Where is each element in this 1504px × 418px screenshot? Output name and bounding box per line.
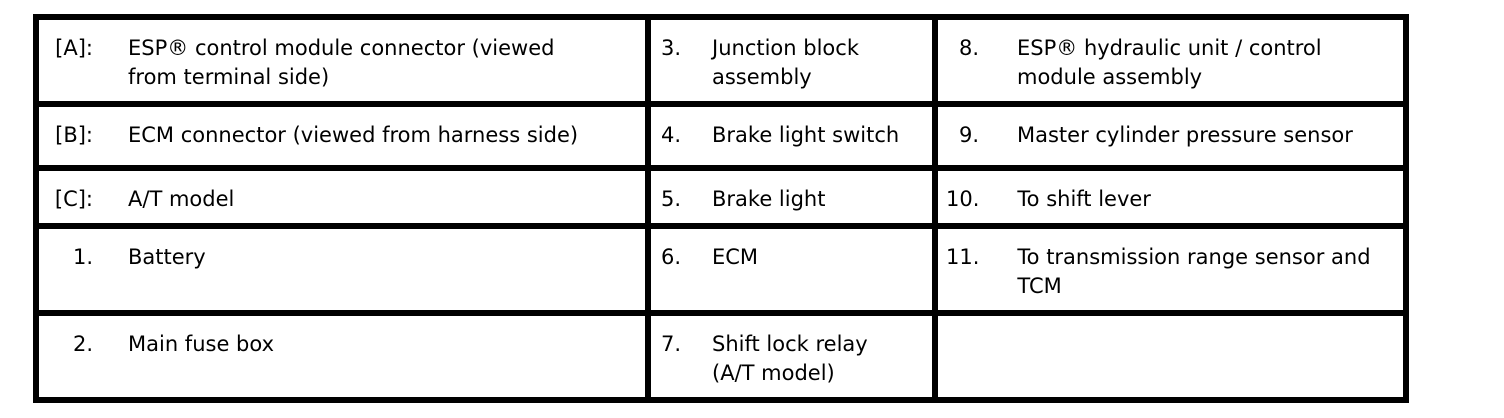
- item-label: 3.: [660, 36, 681, 60]
- item-text: To shift lever: [1017, 187, 1151, 211]
- table-cell: 2. Main fuse box: [33, 310, 651, 403]
- item-label: 7.: [660, 332, 681, 356]
- item-label: 6.: [660, 245, 681, 269]
- table-cell: [932, 310, 1409, 403]
- item-text: Battery: [128, 245, 206, 269]
- table-row: [A]: ESP® control module connector (view…: [33, 14, 1409, 107]
- table-cell: 9. Master cylinder pressure sensor: [932, 101, 1409, 171]
- item-text: To transmission range sensor and TCM: [1017, 245, 1371, 298]
- item-label: 9.: [958, 123, 979, 147]
- table-cell: 1. Battery: [33, 223, 651, 316]
- table-row: [B]: ECM connector (viewed from harness …: [33, 101, 1409, 171]
- item-text: ECM: [712, 245, 759, 269]
- table-cell: 8. ESP® hydraulic unit / control module …: [932, 14, 1409, 107]
- legend-table: [A]: ESP® control module connector (view…: [33, 14, 1409, 403]
- item-label: 2.: [72, 332, 93, 356]
- item-text: Junction block assembly: [712, 36, 859, 89]
- table-cell: 4. Brake light switch: [645, 101, 938, 171]
- item-text: Main fuse box: [128, 332, 275, 356]
- item-text: ECM connector (viewed from harness side): [128, 123, 579, 147]
- item-text: Brake light switch: [712, 123, 900, 147]
- table-cell: 5. Brake light: [645, 165, 938, 229]
- table-cell: 7. Shift lock relay (A/T model): [645, 310, 938, 403]
- table-cell: 10. To shift lever: [932, 165, 1409, 229]
- item-label: [C]:: [54, 187, 93, 211]
- item-label: 4.: [660, 123, 681, 147]
- table-row: 1. Battery 6. ECM 11. To transmission ra…: [33, 223, 1409, 316]
- table-row: [C]: A/T model 5. Brake light 10. To shi…: [33, 165, 1409, 229]
- table-cell: [A]: ESP® control module connector (view…: [33, 14, 651, 107]
- item-label: [B]:: [55, 123, 93, 147]
- table-cell: [B]: ECM connector (viewed from harness …: [33, 101, 651, 171]
- item-label: [A]:: [55, 36, 93, 60]
- item-label: 5.: [660, 187, 681, 211]
- item-text: Shift lock relay (A/T model): [712, 332, 868, 385]
- table-cell: 11. To transmission range sensor and TCM: [932, 223, 1409, 316]
- item-text: ESP® control module connector (viewed fr…: [128, 36, 555, 89]
- table-cell: [C]: A/T model: [33, 165, 651, 229]
- item-label: 8.: [958, 36, 979, 60]
- item-label: 1.: [72, 245, 93, 269]
- item-text: ESP® hydraulic unit / control module ass…: [1017, 36, 1322, 89]
- item-text: A/T model: [128, 187, 235, 211]
- item-text: Brake light: [712, 187, 826, 211]
- table-cell: 6. ECM: [645, 223, 938, 316]
- item-text: Master cylinder pressure sensor: [1017, 123, 1353, 147]
- table-cell: 3. Junction block assembly: [645, 14, 938, 107]
- table-row: 2. Main fuse box 7. Shift lock relay (A/…: [33, 310, 1409, 403]
- item-label: 10.: [946, 187, 980, 211]
- item-label: 11.: [946, 245, 980, 269]
